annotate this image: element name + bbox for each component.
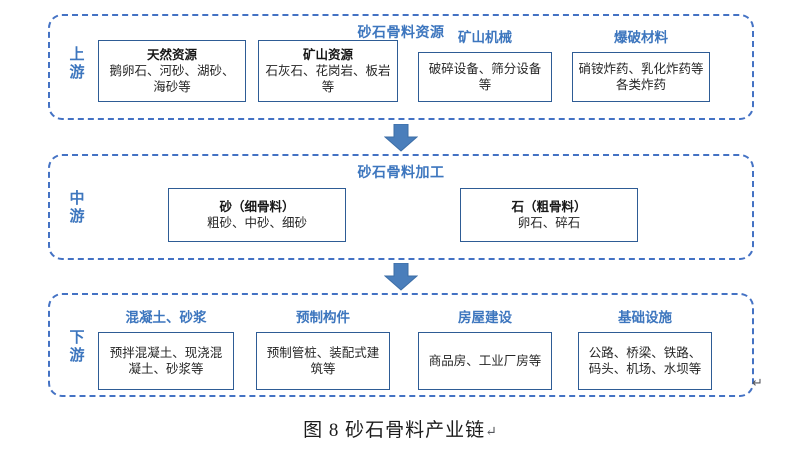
- box-title: 天然资源: [146, 48, 197, 62]
- box-body: 预制管桩、装配式建筑等: [266, 346, 380, 376]
- caption-return-icon: ↵: [485, 425, 497, 440]
- box-title: 砂（细骨料）: [219, 200, 295, 214]
- stage-midstream-heading: 砂石骨料加工: [357, 164, 445, 180]
- stage-upstream-heading: 砂石骨料资源: [357, 24, 445, 40]
- box-body: 粗砂、中砂、细砂: [206, 216, 307, 230]
- downstream-box-infrastructure: 公路、桥梁、铁路、码头、机场、水坝等: [578, 332, 712, 390]
- box-body: 硝铵炸药、乳化炸药等各类炸药: [578, 62, 704, 92]
- upstream-box-mining-machinery: 破碎设备、筛分设备等: [418, 52, 552, 102]
- downstream-label-infrastructure: 基础设施: [618, 310, 672, 325]
- box-title: 矿山资源: [302, 48, 353, 62]
- figure-caption-text: 图 8 砂石骨料产业链: [303, 420, 486, 441]
- stage-upstream-tag: 上游: [69, 46, 85, 81]
- box-body: 商品房、工业厂房等: [428, 354, 542, 368]
- downstream-label-housing-construction: 房屋建设: [458, 310, 512, 325]
- box-title: 石（粗骨料）: [511, 200, 587, 214]
- box-body: 鹅卵石、河砂、湖砂、海砂等: [109, 64, 235, 94]
- upstream-label-mining-machinery: 矿山机械: [458, 30, 512, 45]
- arrow-down-midstream-to-downstream: [383, 262, 419, 291]
- upstream-label-blasting-materials: 爆破材料: [614, 30, 668, 45]
- downstream-box-concrete-mortar: 预拌混凝土、现浇混凝土、砂浆等: [98, 332, 234, 390]
- box-body: 破碎设备、筛分设备等: [428, 62, 542, 92]
- upstream-box-natural-resources: 天然资源 鹅卵石、河砂、湖砂、海砂等: [98, 40, 246, 102]
- downstream-label-precast-components: 预制构件: [296, 310, 350, 325]
- box-body: 公路、桥梁、铁路、码头、机场、水坝等: [588, 346, 702, 376]
- box-body: 预拌混凝土、现浇混凝土、砂浆等: [109, 346, 223, 376]
- figure-caption: 图 8 砂石骨料产业链↵: [0, 415, 800, 442]
- upstream-box-blasting-materials: 硝铵炸药、乳化炸药等各类炸药: [572, 52, 710, 102]
- downstream-label-concrete-mortar: 混凝土、砂浆: [125, 310, 207, 325]
- arrow-down-upstream-to-midstream: [383, 123, 419, 152]
- midstream-box-coarse-aggregate: 石（粗骨料） 卵石、碎石: [460, 188, 638, 242]
- box-body: 石灰石、花岗岩、板岩等: [265, 64, 391, 94]
- stage-midstream: 砂石骨料加工 中游: [48, 154, 754, 260]
- midstream-box-fine-aggregate: 砂（细骨料） 粗砂、中砂、细砂: [168, 188, 346, 242]
- downstream-box-housing-construction: 商品房、工业厂房等: [418, 332, 552, 390]
- paragraph-return-icon: ↵: [752, 375, 763, 390]
- box-body: 卵石、碎石: [517, 216, 581, 230]
- upstream-box-mine-resources: 矿山资源 石灰石、花岗岩、板岩等: [258, 40, 398, 102]
- stage-midstream-tag: 中游: [69, 190, 85, 225]
- stage-downstream-tag: 下游: [69, 329, 85, 364]
- downstream-box-precast-components: 预制管桩、装配式建筑等: [256, 332, 390, 390]
